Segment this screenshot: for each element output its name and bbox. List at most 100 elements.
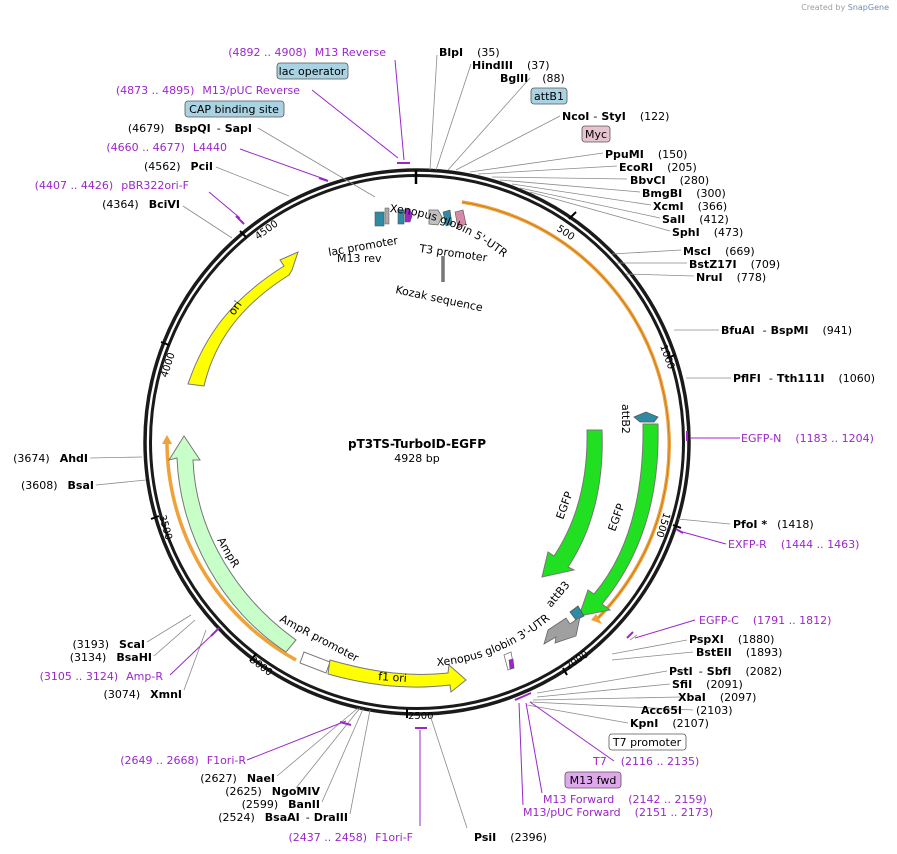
lac-operator-box	[276, 62, 349, 80]
cap-site-feature	[384, 207, 390, 225]
primer-pbr322ori-f: (4407 .. 4426)pBR322ori-F	[35, 179, 189, 192]
plasmid-name: pT3TS-TurboID-EGFP	[348, 437, 486, 451]
t7-promoter-box	[608, 733, 687, 751]
enzyme-ncoi-styi: NcoI-StyI(122)	[562, 110, 669, 123]
t7-promoter-text: T7 promoter	[612, 736, 682, 749]
primer-m13-puc-forward: M13/pUC Forward(2151 .. 2173)	[523, 806, 713, 819]
enzyme-nrui: NruI(778)	[696, 271, 766, 284]
enzyme-bsahi: (3134)BsaHI	[70, 651, 152, 664]
primer-l4440: (4660 .. 4677)L4440	[106, 141, 227, 154]
cap-binding-site-box	[184, 100, 285, 118]
enzyme-bsteii: BstEII(1893)	[696, 646, 782, 659]
credit-prefix: Created by	[801, 3, 846, 12]
egfp-label-2: EGFP	[606, 502, 628, 534]
primer-egfp-c: EGFP-C(1791 .. 1812)	[699, 614, 831, 627]
lac-operator-text: lac operator	[279, 65, 346, 78]
egfp-label-1: EGFP	[554, 490, 576, 522]
primer-amp-r: (3105 .. 3124)Amp-R	[40, 670, 164, 683]
f1-ori-feature	[327, 659, 467, 693]
myc-box	[581, 125, 611, 143]
enzyme-bstz17i: BstZ17I(709)	[689, 258, 780, 271]
enzyme-xbai: XbaI(2097)	[678, 691, 756, 704]
attb2-feature	[633, 411, 659, 423]
primer-m13-puc-reverse: (4873 .. 4895)M13/pUC Reverse	[116, 84, 300, 97]
tick-label-2000: 2000	[564, 649, 591, 672]
enzyme-bglii: BglII(88)	[500, 72, 565, 85]
m13-fwd-feature	[508, 658, 515, 670]
t3-promoter-feature	[428, 209, 443, 226]
lac-operator-feature	[397, 209, 405, 225]
enzyme-sphi: SphI(473)	[672, 226, 743, 239]
enzyme-ecori: EcoRI(205)	[619, 161, 697, 174]
ampr-feature	[167, 435, 297, 653]
orange-arrow-right	[591, 614, 602, 624]
enzyme-psti-sbfi: PstI-SbfI(2082)	[669, 665, 782, 678]
primer-m13-reverse: (4892 .. 4908)M13 Reverse	[228, 46, 386, 59]
tick-label-2500: 2500	[408, 711, 433, 722]
ampr-promoter-feature	[299, 651, 331, 674]
m13-rev-label: M13 rev	[337, 252, 382, 265]
credit-brand: SnapGene	[847, 3, 889, 12]
xenopus-3utr-feature	[543, 616, 581, 645]
enzyme-pfoi: PfoI *(1418)	[733, 518, 814, 531]
primer-t7: T7(2116 .. 2135)	[592, 755, 699, 768]
f1-ori-label: f1 ori	[378, 670, 408, 685]
t3-promoter-label: T3 promoter	[418, 242, 489, 265]
myc-text: Myc	[585, 128, 607, 141]
enzyme-pcii: (4562)PciI	[144, 160, 213, 173]
orange-arc-left	[165, 439, 297, 662]
enzyme-bcivi: (4364)BciVI	[102, 198, 180, 211]
lac-promoter-feature	[374, 211, 385, 227]
enzyme-bsai: (3608)BsaI	[21, 479, 94, 492]
enzyme-acc65i: Acc65I(2103)	[641, 704, 733, 717]
primer-m13-forward: M13 Forward(2142 .. 2159)	[543, 793, 707, 806]
attb3-label: attB3	[543, 579, 572, 610]
ori-feature	[187, 251, 299, 387]
enzyme-hindiii: HindIII(37)	[472, 59, 550, 72]
enzyme-bmgbi: BmgBI(300)	[642, 187, 726, 200]
enzyme-blpi: BlpI(35)	[439, 46, 500, 59]
primer-labels: (4892 .. 4908)M13 Reverse (4873 .. 4895)…	[35, 46, 874, 844]
enzyme-ngomiv: (2625)NgoMIV	[225, 785, 320, 798]
egfp-feature-1	[541, 429, 603, 578]
enzyme-sali: SalI(412)	[662, 213, 729, 226]
enzyme-msci: MscI(669)	[683, 245, 755, 258]
enzyme-scai: (3193)ScaI	[72, 638, 145, 651]
enzyme-psii: PsiI(2396)	[474, 831, 547, 844]
enzyme-bsaai-draiii: (2524)BsaAI-DraIII	[218, 811, 348, 824]
tick-marks	[150, 211, 682, 718]
enzyme-bbvci: BbvCI(280)	[630, 174, 709, 187]
plasmid-length: 4928 bp	[394, 452, 439, 465]
tick-label-4000: 4000	[159, 351, 177, 379]
enzyme-bspqi-sapi: (4679)BspQI-SapI	[128, 122, 252, 135]
attb2-label: attB2	[619, 404, 632, 434]
myc-feature	[454, 209, 467, 229]
kozak-sequence-label: Kozak sequence	[394, 283, 484, 314]
xenopus-3utr-label: Xenopus globin 3'-UTR	[436, 611, 552, 669]
primer-f1ori-f: (2437 .. 2458)F1ori-F	[289, 831, 414, 844]
attb1-box	[530, 87, 568, 105]
egfp-feature-2	[578, 423, 659, 617]
enzyme-pspxi: PspXI(1880)	[689, 633, 774, 646]
enzyme-ahdi: (3674)AhdI	[13, 452, 88, 465]
top-feature-cluster	[374, 170, 467, 282]
primer-marks	[210, 162, 688, 729]
enzyme-kpni: KpnI(2107)	[630, 717, 709, 730]
orange-arrow-left	[162, 435, 172, 444]
primer-exfp-r: EXFP-R(1444 .. 1463)	[728, 538, 859, 551]
enzyme-banii: (2599)BanII	[242, 798, 320, 811]
snapgene-credit: Created by SnapGene	[801, 3, 889, 12]
enzyme-bfuai-bspmi: BfuAI-BspMI(941)	[721, 324, 852, 337]
m13-fwd-text: M13 fwd	[570, 774, 617, 787]
enzyme-pflfi-tth111i: PflFI-Tth111I(1060)	[733, 372, 875, 385]
enzyme-sfii: SfiI(2091)	[672, 678, 743, 691]
m13-rev-feature	[404, 208, 413, 223]
cap-binding-site-text: CAP binding site	[189, 103, 279, 116]
boxed-labels: lac operator CAP binding site attB1 Myc …	[184, 62, 687, 789]
enzyme-xmni: (3074)XmnI	[104, 688, 182, 701]
enzyme-labels: BlpI(35) HindIII(37) BglII(88) NcoI-StyI…	[13, 46, 875, 844]
primer-connectors	[169, 59, 740, 826]
enzyme-naei: (2627)NaeI	[200, 772, 275, 785]
primer-f1ori-r: (2649 .. 2668)F1ori-R	[120, 754, 246, 767]
